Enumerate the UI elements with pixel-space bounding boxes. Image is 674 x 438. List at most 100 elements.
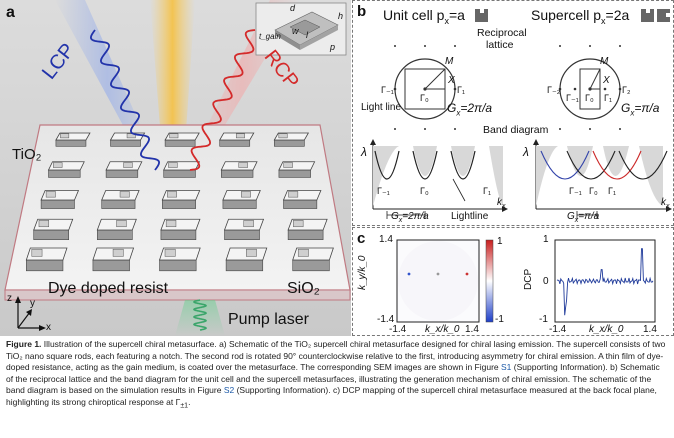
tio2-rod	[96, 218, 137, 240]
rcp-wave	[189, 29, 256, 171]
axes-icon	[15, 296, 46, 331]
caption-text-2: (Supporting Information). b) Schematic o…	[6, 362, 660, 396]
supercell-band-diagram	[533, 139, 672, 219]
axis-x-label: x	[46, 322, 51, 333]
gx-super-g: G	[621, 101, 631, 115]
tio2-rod	[222, 190, 261, 209]
unit-cell-text: Unit cell p	[383, 7, 445, 23]
tio2-rod	[278, 161, 316, 178]
tio2-rod	[292, 247, 334, 272]
tio2-rod	[158, 247, 201, 272]
gx-unit-label: Gx=2π/a	[447, 101, 492, 117]
tio2-rod	[101, 190, 140, 209]
tio2-rod	[55, 132, 91, 147]
tio2-rod	[163, 161, 201, 178]
substrate-edge	[4, 289, 351, 301]
panel-b-reciprocal: b Unit cell px=a Supercell px=2a Recipro…	[352, 0, 674, 226]
tio2-rod	[105, 161, 143, 178]
tio2-rod	[220, 161, 258, 178]
tio2-rod	[92, 247, 135, 272]
dcp-ytop: 1	[543, 234, 549, 245]
gx-band-left-eq: =2π/a	[402, 211, 429, 222]
supercell-eq: =2a	[605, 7, 630, 23]
tio2-rod	[273, 132, 310, 147]
dcp-colorbar	[485, 239, 494, 323]
gx-band-right-g: G	[567, 211, 575, 222]
unit-cell-sub: x	[444, 15, 449, 26]
inset-p-label: p	[330, 42, 336, 52]
dcp-map-spot-1	[407, 272, 411, 276]
dcp-ybot: -1	[539, 314, 548, 325]
tio2-rod	[219, 132, 255, 147]
dcp-xleft: -1.4	[549, 324, 567, 335]
tio2-rod	[160, 218, 201, 240]
point-x-left: X	[448, 75, 455, 86]
kx-right: kx	[661, 197, 670, 210]
supercell-sub: x	[601, 15, 606, 26]
supercell-title: Supercell px=2a	[531, 7, 629, 26]
map-xleft: -1.4	[389, 324, 407, 335]
tio2-rod	[33, 218, 74, 240]
point-g1-left: Γ₁	[457, 85, 465, 95]
caption-gamma-sub: ±1	[180, 402, 189, 410]
gx-band-right-sub: x	[574, 217, 579, 224]
inset-l-label: l	[306, 30, 308, 40]
band-diagram-label: Band diagram	[483, 124, 549, 136]
supercell-text: Supercell p	[531, 7, 602, 23]
unit-cell-icon	[475, 9, 488, 22]
supercell-icon-1	[641, 9, 654, 22]
map-xlabel: k_x/k_0	[425, 324, 460, 335]
point-g1-right: Γ₁	[604, 93, 612, 103]
panel-b-letter: b	[357, 3, 367, 20]
gx-band-right: Gx=π/a	[567, 211, 599, 224]
kx-left-sub: x	[502, 203, 506, 210]
dcp-curve	[556, 248, 654, 316]
panel-c-dcp: c 1.4 -1.4 k_y/k_0 -1.4 k_x/k_0 1.4 1 -1…	[352, 227, 674, 336]
colorbar-bot: -1	[495, 314, 504, 325]
dcp-plots	[396, 239, 656, 323]
dcp-xlabel: k_x/k_0	[589, 324, 624, 335]
dcp-map-aperture	[398, 241, 478, 321]
kx-left-k: k	[497, 197, 502, 208]
dcp-xright: 1.4	[643, 324, 657, 335]
band-g0-left: Γ₀	[420, 186, 429, 196]
map-ylabel: k_y/k_0	[357, 255, 368, 290]
colorbar-top: 1	[497, 236, 503, 247]
inset-d-label: d	[290, 3, 296, 13]
metasurface-illustration	[4, 0, 351, 336]
band-gm1-right: Γ₋₁	[569, 186, 582, 196]
dcp-ymid: 0	[543, 276, 549, 287]
unit-cell-eq: =a	[448, 7, 465, 23]
gx-band-left: Gx=2π/a	[391, 211, 429, 224]
tio2-label: TiO₂	[12, 146, 42, 163]
kx-right-k: k	[661, 197, 666, 208]
panel-c-letter: c	[357, 230, 366, 247]
inset-w-label: w	[292, 26, 299, 36]
point-gm2-right: Γ₋₂	[547, 85, 561, 95]
band-g1-right: Γ₁	[608, 186, 616, 196]
map-ybot: -1.4	[377, 314, 395, 325]
tio2-rod	[287, 218, 328, 240]
lightline-label: Lightline	[451, 211, 489, 222]
dcp-ylabel: DCP	[523, 268, 534, 290]
tio2-rod	[282, 190, 322, 209]
supercell-icon-2	[657, 9, 670, 22]
sio2-label: SiO₂	[287, 280, 320, 297]
point-m-left: M	[445, 56, 454, 67]
band-g1-left: Γ₁	[483, 186, 491, 196]
tio2-rod	[25, 247, 68, 272]
gx-unit-sub: x	[456, 108, 461, 118]
lattice-label: lattice	[486, 39, 514, 51]
point-g2-right: Γ₂	[622, 85, 631, 95]
lambda-left: λ	[361, 145, 367, 159]
tio2-rod	[40, 190, 80, 209]
band-g0-right: Γ₀	[589, 186, 598, 196]
unit-cell-title: Unit cell px=a	[383, 7, 465, 26]
tio2-rod	[223, 218, 265, 240]
caption-link-s2[interactable]: S2	[223, 385, 235, 396]
caption-figure-number: Figure 1.	[6, 339, 42, 349]
gx-super-sub: x	[630, 108, 635, 118]
unit-cell-reciprocal-lattice	[393, 45, 457, 130]
point-x-right: X	[603, 75, 610, 86]
caption-link-s1[interactable]: S1	[501, 362, 512, 373]
